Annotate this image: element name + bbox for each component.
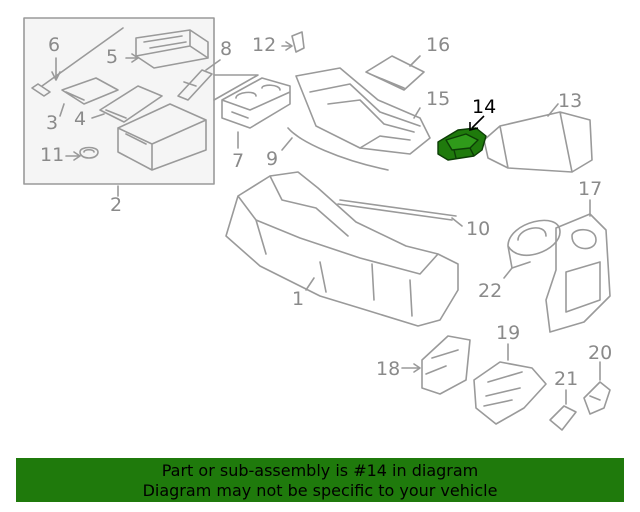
banner-line-1: Part or sub-assembly is #14 in diagram xyxy=(161,461,479,480)
callout-21[interactable]: 21 xyxy=(554,368,579,390)
part-3-tray xyxy=(61,77,119,105)
part-4-plate xyxy=(99,85,163,123)
callout-5[interactable]: 5 xyxy=(106,46,119,68)
callout-11[interactable]: 11 xyxy=(40,144,65,166)
callout-6[interactable]: 6 xyxy=(48,34,61,56)
callout-3[interactable]: 3 xyxy=(46,112,59,134)
callout-4[interactable]: 4 xyxy=(74,108,87,130)
leader-10 xyxy=(451,217,463,227)
leader-5 xyxy=(125,53,139,63)
part-1-console xyxy=(225,171,459,327)
callout-12[interactable]: 12 xyxy=(252,34,277,56)
banner-line-2: Diagram may not be specific to your vehi… xyxy=(142,481,498,500)
callout-13[interactable]: 13 xyxy=(558,90,583,112)
leader-1 xyxy=(305,277,315,291)
callout-17[interactable]: 17 xyxy=(578,178,603,200)
leader-12 xyxy=(281,41,293,51)
callout-14[interactable]: 14 xyxy=(472,96,497,118)
callout-15[interactable]: 15 xyxy=(426,88,451,110)
leader-9 xyxy=(281,137,293,151)
callout-2[interactable]: 2 xyxy=(110,194,123,216)
callout-16[interactable]: 16 xyxy=(426,34,451,56)
part-21-part xyxy=(549,405,577,431)
callout-9[interactable]: 9 xyxy=(266,148,279,170)
part-7-cupholder xyxy=(221,77,291,129)
part-5-module xyxy=(135,29,209,69)
leader-8 xyxy=(205,59,221,71)
leader-6 xyxy=(51,57,61,81)
part-16-lid xyxy=(365,55,425,91)
info-banner: Part or sub-assembly is #14 in diagram D… xyxy=(16,458,624,502)
callout-18[interactable]: 18 xyxy=(376,358,401,380)
leader-16 xyxy=(409,55,421,67)
part-22-vent xyxy=(507,219,561,269)
leader-13 xyxy=(547,103,559,117)
part-11-grommet xyxy=(79,146,99,159)
callout-20[interactable]: 20 xyxy=(588,342,613,364)
part-12-plug xyxy=(291,31,305,53)
leader-3 xyxy=(59,103,65,117)
callout-19[interactable]: 19 xyxy=(496,322,521,344)
part-20-part xyxy=(583,381,611,415)
inset-box xyxy=(23,17,215,185)
part-17-bezel xyxy=(545,213,611,333)
callout-1[interactable]: 1 xyxy=(292,288,305,310)
callout-22[interactable]: 22 xyxy=(478,280,503,302)
leader-18 xyxy=(401,363,421,373)
leader-14 xyxy=(469,115,485,132)
part-15-frame xyxy=(295,67,431,155)
leader-15 xyxy=(413,107,421,119)
part-10-strip xyxy=(337,199,457,221)
callout-7[interactable]: 7 xyxy=(232,150,245,172)
part-19-switch xyxy=(473,361,547,425)
part-14-highlighted xyxy=(437,127,487,161)
part-2-box xyxy=(117,103,207,171)
part-9-wire xyxy=(287,127,389,171)
callout-10[interactable]: 10 xyxy=(466,218,491,240)
leader-22 xyxy=(503,267,513,279)
inset-connector xyxy=(213,74,259,101)
part-8-clip xyxy=(177,69,213,101)
leader-4 xyxy=(91,113,105,119)
part-18-panel xyxy=(421,335,471,395)
part-13-armrest xyxy=(483,111,593,173)
leader-11 xyxy=(65,151,81,161)
callout-8[interactable]: 8 xyxy=(220,38,233,60)
